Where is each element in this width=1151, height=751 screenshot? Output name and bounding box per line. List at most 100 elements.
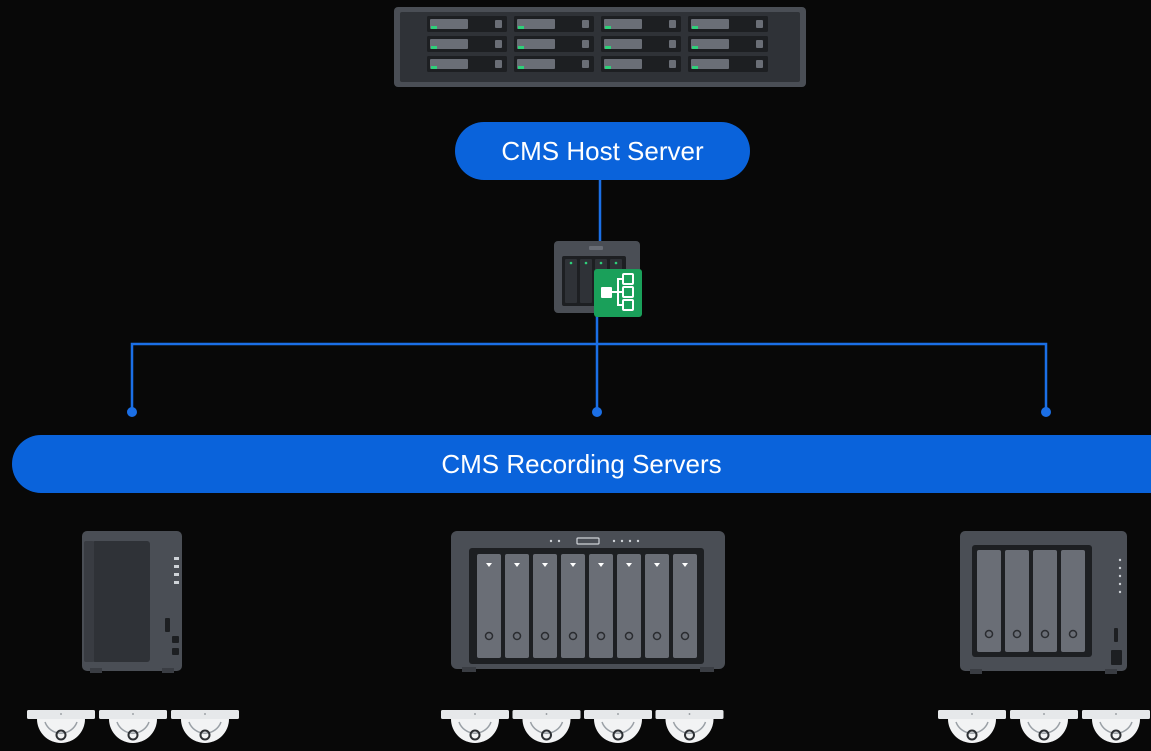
camera-groups <box>27 710 1150 743</box>
center-nas-bay-latch <box>654 563 660 567</box>
center-nas-bay-latch <box>570 563 576 567</box>
camera-lens <box>55 729 67 741</box>
host-server-device <box>394 7 806 87</box>
center-nas-bay-latch <box>486 563 492 567</box>
cms-host-server-label: CMS Host Server <box>455 122 750 180</box>
right-nas-bay-lock <box>1040 629 1050 639</box>
rack-drive-bay <box>514 36 594 52</box>
right-nas-drive-bay <box>1061 550 1085 652</box>
left-nas-port <box>172 636 179 643</box>
connector-node-1 <box>127 407 137 417</box>
left-nas-port <box>172 648 179 655</box>
camera-dome-rim <box>601 721 635 734</box>
rack-drive-bay <box>601 56 681 72</box>
rack-drive-bay <box>688 56 768 72</box>
camera-dot <box>60 713 62 715</box>
rack-drive-bay <box>514 16 594 32</box>
rackmount-nas-icon <box>394 7 806 87</box>
right-nas-bay-lock <box>984 629 994 639</box>
switch-drive-led <box>584 261 588 265</box>
camera-lens <box>1038 729 1050 741</box>
4-bay-nas-icon <box>960 531 1127 674</box>
center-nas-bay-lock <box>484 631 494 641</box>
center-nas-bay-lock <box>596 631 606 641</box>
camera-lens <box>966 729 978 741</box>
dome-camera-icon <box>655 710 724 743</box>
right-nas-led <box>1118 574 1122 578</box>
center-nas-drive-bay <box>673 554 697 658</box>
8-bay-nas-icon <box>451 531 725 672</box>
center-nas-bay-lock <box>680 631 690 641</box>
right-nas-bay-lock <box>1012 629 1022 639</box>
camera-lens <box>684 729 695 741</box>
center-nas-drive-bay <box>505 554 529 658</box>
dome-camera-icon <box>99 710 167 743</box>
rack-drive-bay <box>688 16 768 32</box>
right-nas-drive-bay <box>1033 550 1057 652</box>
right-nas-drive-bay <box>977 550 1001 652</box>
camera-lens <box>541 729 552 741</box>
right-nas-led <box>1118 566 1122 570</box>
dome-camera-icon <box>1082 710 1150 743</box>
camera-lens <box>469 729 481 741</box>
camera-lens <box>612 729 624 741</box>
rack-drive-bay <box>601 16 681 32</box>
center-nas-led <box>620 539 624 543</box>
center-nas-bay-lock <box>540 631 550 641</box>
center-nas-foot <box>462 667 476 672</box>
camera-dome-rim <box>672 721 707 734</box>
camera-dome-rim <box>458 721 492 734</box>
camera-lens <box>127 729 139 741</box>
dome-camera-icon <box>1010 710 1078 743</box>
cms-switch-device <box>554 241 642 317</box>
rack-drive-bay <box>688 36 768 52</box>
left-nas-side <box>84 541 94 662</box>
left-nas-indicator <box>174 573 179 576</box>
switch-drive-led <box>599 261 603 265</box>
camera-dome-rim <box>44 721 78 734</box>
2-bay-nas-icon <box>82 531 182 673</box>
center-nas-bay-latch <box>542 563 548 567</box>
dome-camera-icon <box>512 710 581 743</box>
rack-drive-bay <box>514 56 594 72</box>
camera-dot <box>971 713 973 715</box>
center-nas-bay-lock <box>624 631 634 641</box>
cms-recording-servers-text: CMS Recording Servers <box>441 448 722 479</box>
center-nas-bay-latch <box>626 563 632 567</box>
right-nas-foot <box>970 669 982 674</box>
camera-dome-rim <box>1027 721 1061 734</box>
right-nas-led <box>1118 582 1122 586</box>
center-nas-drive-bay <box>589 554 613 658</box>
camera-dome-rim <box>529 721 564 734</box>
camera-dot <box>688 713 691 715</box>
left-nas-indicator <box>174 557 179 560</box>
dome-camera-icon <box>584 710 652 743</box>
right-nas-led <box>1118 590 1122 594</box>
cms-host-server-text: CMS Host Server <box>501 135 704 166</box>
rack-drive-bay <box>427 16 507 32</box>
center-nas-display <box>576 537 600 545</box>
center-nas-drive-bay <box>645 554 669 658</box>
center-nas-drive-bay <box>533 554 557 658</box>
dome-camera-icon <box>938 710 1006 743</box>
rack-drive-bay <box>601 36 681 52</box>
camera-dome-rim <box>116 721 150 734</box>
center-nas-led <box>549 539 553 543</box>
camera-dot <box>545 713 548 715</box>
dome-camera-icon <box>171 710 239 743</box>
center-nas-bay-lock <box>652 631 662 641</box>
left-nas-indicator <box>174 581 179 584</box>
switch-drive-bay <box>565 259 577 303</box>
camera-dot <box>1043 713 1045 715</box>
center-nas-bay-lock <box>568 631 578 641</box>
switch-drive-led <box>569 261 573 265</box>
center-nas-drive-bay <box>477 554 501 658</box>
connector-lines <box>127 180 1051 417</box>
left-nas-foot <box>90 668 102 673</box>
center-nas-bay-lock <box>512 631 522 641</box>
camera-dot <box>132 713 134 715</box>
dome-camera-icon <box>27 710 95 743</box>
center-nas-bay-latch <box>598 563 604 567</box>
right-nas-bay-lock <box>1068 629 1078 639</box>
